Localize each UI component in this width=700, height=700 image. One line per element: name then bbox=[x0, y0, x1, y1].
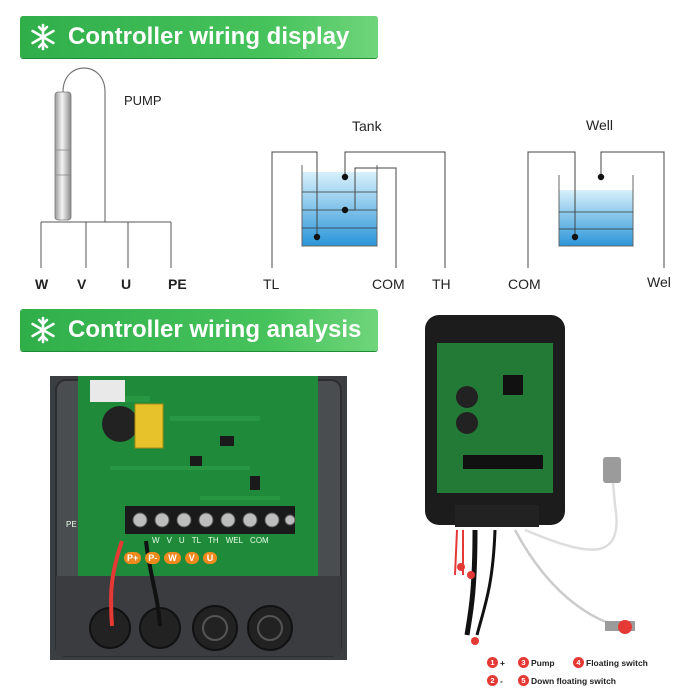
terminal-tag: P- bbox=[145, 552, 161, 564]
tank-terminal-com: COM bbox=[372, 276, 405, 292]
pump-terminal-wires bbox=[40, 221, 172, 268]
pump-terminal-w: W bbox=[35, 276, 49, 292]
tank-terminal-th: TH bbox=[432, 276, 451, 292]
pump-label: PUMP bbox=[124, 93, 162, 108]
well-terminal-com: COM bbox=[508, 276, 541, 292]
pump-terminal-v: V bbox=[77, 276, 87, 292]
well-label: Well bbox=[586, 117, 613, 133]
terminal-tag-row: P+ P- W V U bbox=[124, 552, 218, 564]
terminal-tag: W bbox=[164, 552, 181, 564]
board-pe-label: PE bbox=[66, 520, 77, 529]
pump-terminal-u: U bbox=[121, 276, 132, 292]
board-label: WEL bbox=[225, 536, 244, 545]
terminal-tag: V bbox=[184, 552, 199, 564]
terminal-tag: U bbox=[202, 552, 218, 564]
board-terminal-row-labels: W V U TL TH WEL COM bbox=[152, 536, 269, 545]
tank-label: Tank bbox=[352, 118, 382, 134]
snowflake-logo-icon bbox=[26, 20, 60, 54]
section-banner-wiring-analysis: Controller wiring analysis bbox=[20, 309, 378, 351]
board-label: W bbox=[152, 536, 160, 545]
controller-box-photo bbox=[425, 315, 635, 645]
terminal-tag: P+ bbox=[124, 552, 142, 564]
tank-terminal-tl: TL bbox=[263, 276, 280, 292]
wiring-diagram bbox=[40, 67, 665, 268]
board-label: COM bbox=[250, 536, 269, 545]
legend-item-1: 1+ bbox=[487, 657, 505, 668]
legend-item-2: 2- bbox=[487, 675, 503, 686]
banner-title: Controller wiring display bbox=[68, 23, 350, 50]
section-banner-wiring-display: Controller wiring display bbox=[20, 16, 378, 58]
snowflake-logo-icon bbox=[26, 313, 60, 347]
controller-board-photo bbox=[50, 376, 347, 660]
banner-title: Controller wiring analysis bbox=[68, 316, 362, 343]
board-label: TH bbox=[208, 536, 219, 545]
board-label: TL bbox=[191, 536, 202, 545]
pump-illustration bbox=[54, 67, 106, 222]
pump-terminal-pe: PE bbox=[168, 276, 187, 292]
board-label: V bbox=[166, 536, 172, 545]
well-illustration bbox=[527, 151, 665, 268]
well-terminal-wel: Wel bbox=[647, 274, 671, 290]
tank-illustration bbox=[271, 151, 446, 268]
board-label: U bbox=[178, 536, 185, 545]
